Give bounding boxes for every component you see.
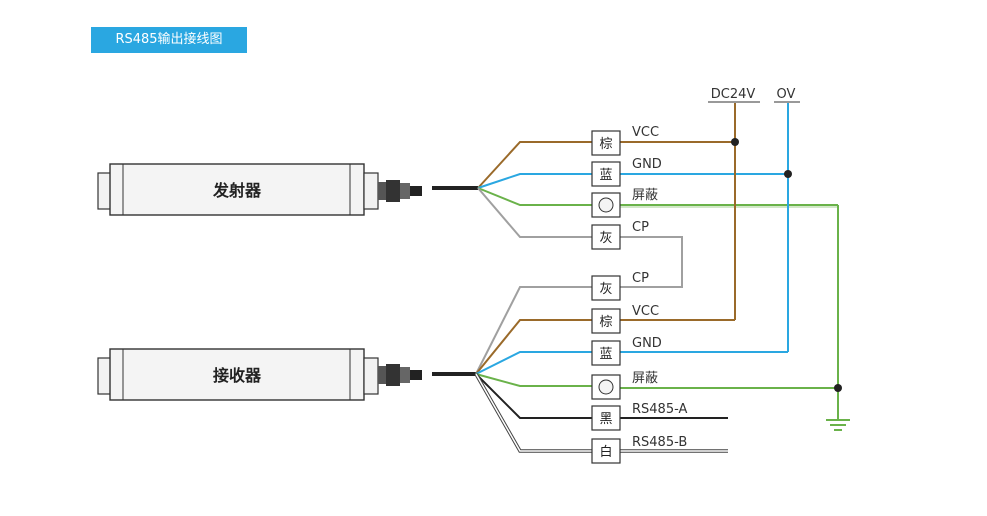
receiver-terminal-grey: 灰 [591, 275, 621, 301]
svg-text:灰: 灰 [599, 282, 612, 297]
svg-text:棕: 棕 [599, 315, 612, 330]
svg-text:蓝: 蓝 [599, 168, 612, 183]
power-dc24v-label: DC24V [711, 87, 756, 102]
earth-ground-icon [826, 419, 850, 431]
receiver-signal-vcc: VCC [632, 304, 659, 319]
svg-text:白: 白 [599, 444, 612, 460]
svg-text:黑: 黑 [599, 412, 612, 427]
emitter-device: 发射器 [97, 163, 422, 216]
svg-text:灰: 灰 [599, 231, 612, 246]
emitter-signal-shield: 屏蔽 [632, 188, 658, 203]
receiver-signal-cp: CP [632, 271, 649, 286]
emitter-wire-brown [477, 141, 592, 189]
emitter-signal-vcc: VCC [632, 125, 659, 140]
receiver-wire-shield [475, 373, 592, 387]
receiver-signal-rs485a: RS485-A [632, 402, 688, 417]
receiver-wire-brown [475, 319, 592, 375]
emitter-connector [378, 180, 422, 202]
title-badge: RS485输出接线图 [91, 27, 247, 53]
cp-link [620, 236, 683, 288]
emitter-wire-grey [477, 187, 592, 238]
emitter-terminal-blue: 蓝 [591, 161, 621, 187]
receiver-signal-rs485b: RS485-B [632, 435, 687, 450]
receiver-signal-shield: 屏蔽 [632, 371, 658, 386]
emitter-signal-gnd: GND [632, 157, 662, 172]
emitter-wire-shield [477, 187, 592, 206]
receiver-terminal-brown: 棕 [591, 308, 621, 334]
emitter-wire-blue [477, 173, 592, 189]
receiver-device: 接收器 [97, 348, 422, 401]
svg-text:蓝: 蓝 [599, 347, 612, 362]
receiver-terminal-white: 白 [591, 438, 621, 464]
emitter-signal-cp: CP [632, 220, 649, 235]
receiver-wire-grey [475, 286, 592, 375]
receiver-wire-white [474, 373, 592, 453]
receiver-terminal-black: 黑 [591, 405, 621, 431]
receiver-signal-gnd: GND [632, 336, 662, 351]
svg-text:棕: 棕 [599, 137, 612, 152]
emitter-terminal-grey: 灰 [591, 224, 621, 250]
receiver-connector [378, 364, 422, 386]
power-ov-label: OV [777, 87, 796, 102]
receiver-label: 接收器 [213, 366, 262, 385]
receiver-wire-blue [475, 351, 592, 375]
receiver-wire-black [475, 373, 592, 419]
emitter-terminal-shield [591, 192, 621, 218]
emitter-label: 发射器 [212, 181, 262, 200]
receiver-terminal-blue: 蓝 [591, 340, 621, 366]
emitter-terminal-brown: 棕 [591, 130, 621, 156]
receiver-terminal-shield [591, 374, 621, 400]
